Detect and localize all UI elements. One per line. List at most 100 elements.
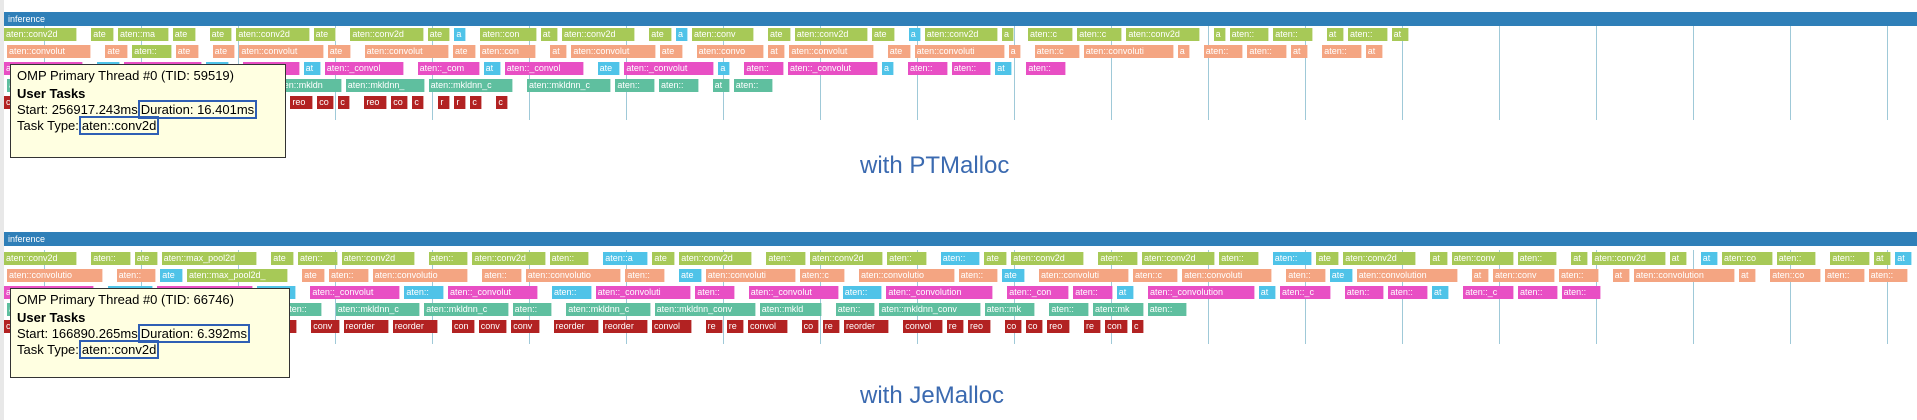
task-block[interactable]: conv	[478, 320, 508, 333]
task-block[interactable]: aten::convoluti	[1083, 45, 1174, 58]
task-block[interactable]: r	[454, 96, 467, 109]
task-block[interactable]: aten::	[1561, 286, 1602, 299]
task-block[interactable]: aten::convoluti	[1039, 269, 1129, 282]
task-block[interactable]: r	[438, 96, 451, 109]
task-block[interactable]: aten::	[132, 45, 172, 58]
task-block[interactable]: aten::	[1348, 28, 1388, 41]
task-block[interactable]: aten::_c	[1280, 286, 1331, 299]
task-block[interactable]: aten::mkldnn_c	[424, 303, 509, 316]
task-block[interactable]: aten::co	[1722, 252, 1773, 265]
task-block[interactable]: ate	[271, 252, 294, 265]
task-block[interactable]: aten::mk	[1093, 303, 1144, 316]
task-block[interactable]: aten::conv2d	[1343, 252, 1417, 265]
task-block[interactable]: at	[1430, 252, 1448, 265]
task-block[interactable]: aten::convolutio	[7, 269, 103, 282]
task-block[interactable]: aten::conv2d	[341, 252, 415, 265]
task-block[interactable]: aten::	[552, 286, 592, 299]
task-block[interactable]: aten::	[1247, 45, 1287, 58]
task-block[interactable]: aten::convolut	[789, 45, 874, 58]
task-block[interactable]: aten::	[1147, 303, 1188, 316]
task-block[interactable]: at	[1471, 269, 1489, 282]
task-block[interactable]: at	[1612, 269, 1630, 282]
task-block[interactable]: ate	[872, 28, 895, 41]
task-block[interactable]: aten::convolut	[239, 45, 324, 58]
task-block[interactable]: aten::	[958, 269, 999, 282]
inference-header[interactable]: inference	[4, 232, 1917, 246]
task-block[interactable]: aten::	[482, 269, 522, 282]
task-block[interactable]: aten::convolution	[1356, 269, 1458, 282]
task-block[interactable]: reorder	[392, 320, 438, 333]
task-block[interactable]: ate	[887, 45, 911, 58]
task-block[interactable]: a	[1002, 28, 1014, 41]
task-block[interactable]: con	[1105, 320, 1128, 333]
task-block[interactable]: a	[1008, 45, 1021, 58]
task-block[interactable]: aten::mkldnn_c	[335, 303, 421, 316]
task-block[interactable]: aten::conv2d	[1011, 252, 1085, 265]
task-block[interactable]: ate	[134, 252, 158, 265]
task-block[interactable]: aten::	[1388, 286, 1428, 299]
task-block[interactable]: reo	[1047, 320, 1070, 333]
task-block[interactable]: at	[1895, 252, 1913, 265]
task-block[interactable]: aten::mkldnn_c	[428, 79, 513, 92]
task-block[interactable]: aten::conv2d	[562, 28, 636, 41]
task-block[interactable]: aten::max_pool2d	[161, 252, 258, 265]
task-block[interactable]: aten::_con	[1007, 286, 1070, 299]
task-block[interactable]: conv	[311, 320, 340, 333]
task-block[interactable]: aten::mkldnn_conv	[879, 303, 981, 316]
task-block[interactable]: c	[338, 96, 351, 109]
task-block[interactable]: aten::c	[1077, 28, 1123, 41]
task-block[interactable]: at	[995, 62, 1013, 75]
task-block[interactable]: ate	[984, 252, 1008, 265]
task-block[interactable]: co	[391, 96, 409, 109]
task-block[interactable]: at	[1116, 286, 1134, 299]
task-block[interactable]: ate	[212, 45, 236, 58]
task-block[interactable]: reorder	[553, 320, 599, 333]
task-block[interactable]: a	[1213, 28, 1226, 41]
task-block[interactable]: aten::	[1229, 28, 1270, 41]
task-block[interactable]: aten::	[1830, 252, 1870, 265]
task-block[interactable]: aten::	[1776, 252, 1817, 265]
task-block[interactable]: aten::convolution	[1633, 269, 1735, 282]
task-block[interactable]: aten::	[116, 269, 157, 282]
task-block[interactable]: aten::	[282, 303, 322, 316]
task-block[interactable]: aten::conv2d	[1142, 252, 1216, 265]
task-block[interactable]: aten::	[1273, 28, 1313, 41]
task-block[interactable]: a	[1177, 45, 1190, 58]
task-block[interactable]: aten::conv	[692, 28, 754, 41]
task-block[interactable]: ate	[1329, 269, 1353, 282]
task-block[interactable]: ate	[302, 269, 325, 282]
task-block[interactable]: at	[1258, 286, 1276, 299]
task-block[interactable]: aten::mkldnn_c	[527, 79, 612, 92]
task-block[interactable]: at	[1669, 252, 1687, 265]
task-block[interactable]: aten::_convolut	[624, 62, 715, 75]
task-block[interactable]: co	[1004, 320, 1022, 333]
task-block[interactable]: aten::mkldnn_c	[566, 303, 651, 316]
task-block[interactable]: aten::	[1219, 252, 1259, 265]
task-block[interactable]: at	[1874, 252, 1892, 265]
task-block[interactable]: co	[1026, 320, 1044, 333]
task-block[interactable]: convol	[652, 320, 692, 333]
task-block[interactable]: ate	[327, 45, 351, 58]
task-block[interactable]: ate	[649, 28, 672, 41]
task-block[interactable]: aten::	[951, 62, 992, 75]
task-block[interactable]: a	[454, 28, 467, 41]
task-block[interactable]: aten::c	[799, 269, 845, 282]
task-block[interactable]: aten::	[1203, 45, 1244, 58]
task-block[interactable]: aten::conv2d	[350, 28, 424, 41]
task-block[interactable]: aten::	[615, 79, 655, 92]
task-block[interactable]: ate	[209, 28, 233, 41]
task-block[interactable]: aten::convolutio	[525, 269, 622, 282]
task-block[interactable]: co	[317, 96, 335, 109]
task-block[interactable]: reorder	[844, 320, 890, 333]
task-block[interactable]: aten::	[404, 286, 444, 299]
task-block[interactable]: ate	[105, 45, 129, 58]
task-block[interactable]: aten::	[1825, 269, 1865, 282]
task-block[interactable]: at	[303, 62, 321, 75]
task-block[interactable]: aten::conv2d	[679, 252, 753, 265]
task-block[interactable]: aten::_convol	[504, 62, 584, 75]
task-block[interactable]: co	[801, 320, 819, 333]
task-block[interactable]: aten::	[1272, 252, 1313, 265]
task-block[interactable]: aten::ma	[118, 28, 169, 41]
task-block[interactable]: conv	[511, 320, 540, 333]
